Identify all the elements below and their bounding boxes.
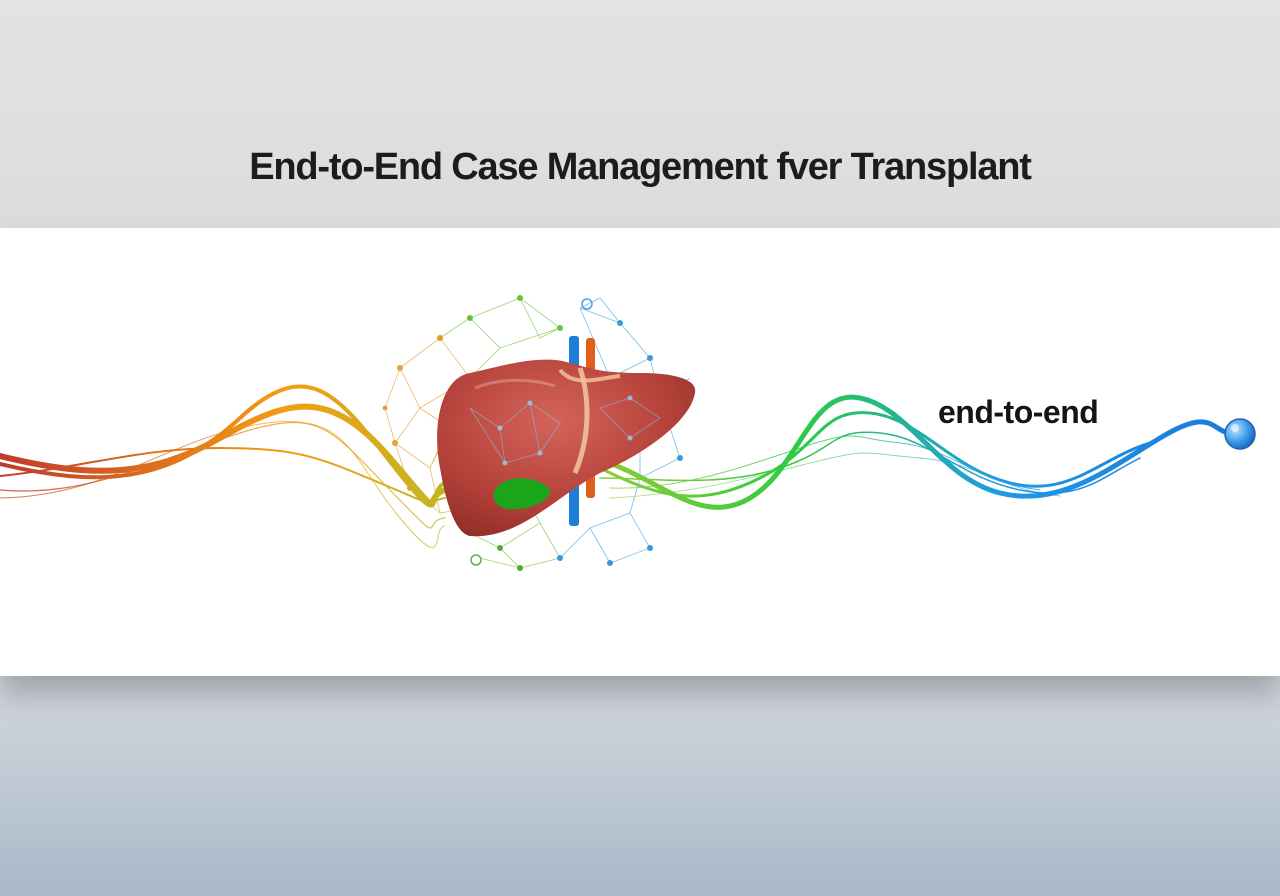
page-title: End-to-End Case Management fver Transpla… — [249, 146, 1032, 188]
journey-waves-left — [0, 384, 448, 548]
end-to-end-label: end-to-end — [938, 394, 1099, 430]
transplant-journey-illustration — [0, 295, 1256, 571]
liver-icon — [437, 359, 696, 537]
illustration-banner: end-to-end — [0, 228, 1280, 676]
journey-waves-right — [597, 394, 1231, 510]
endpoint-node-icon — [1224, 418, 1256, 450]
